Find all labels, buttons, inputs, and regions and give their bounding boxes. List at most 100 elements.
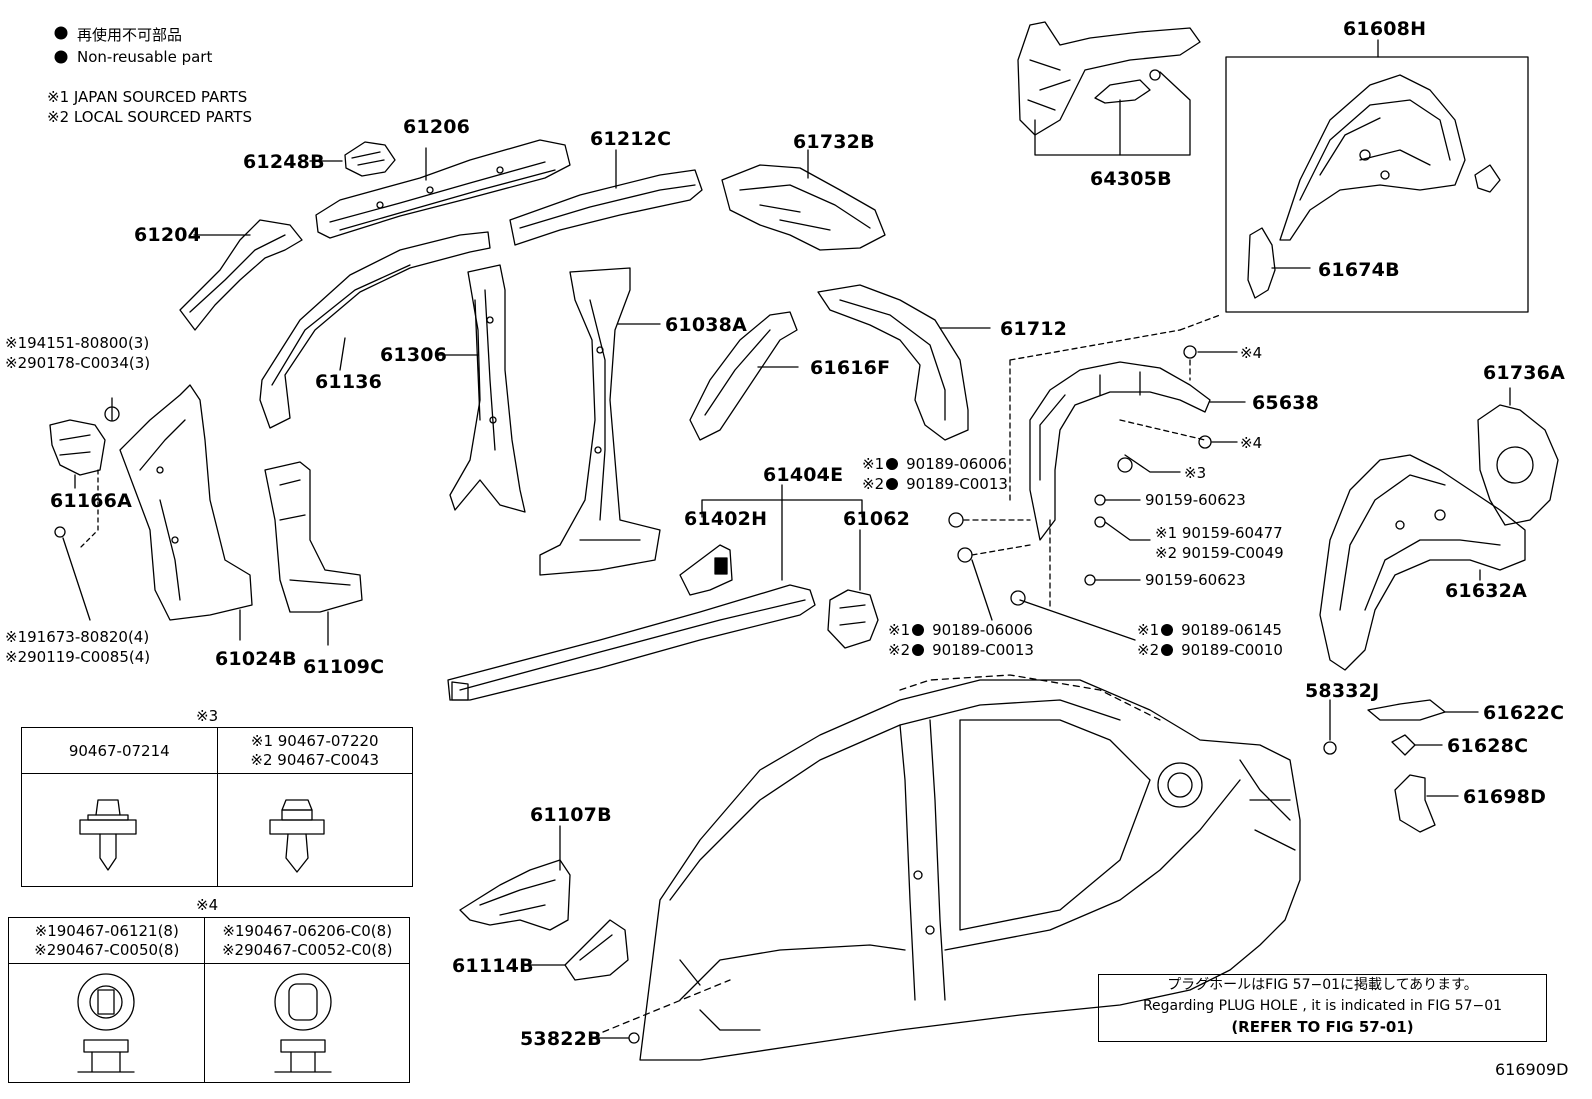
part-number: 90189-06145 <box>1181 621 1282 639</box>
leader-dash <box>899 674 1161 721</box>
table4-illustration-2 <box>204 963 410 1083</box>
table4-heading: ※4 <box>196 896 219 914</box>
reference-mark-4-upper[interactable]: ※4 <box>1240 344 1263 362</box>
part-61632A-drawing <box>1319 454 1526 671</box>
part-label-61166A[interactable]: 61166A <box>50 490 133 512</box>
part-label-61712[interactable]: 61712 <box>1000 318 1068 340</box>
part-label-61402H[interactable]: 61402H <box>684 508 768 530</box>
part-61732B-drawing <box>721 164 886 251</box>
table3-illustration-2 <box>216 773 413 887</box>
part-label-65638[interactable]: 65638 <box>1252 392 1320 414</box>
part-label-61632A[interactable]: 61632A <box>1445 580 1528 602</box>
fastener-label-90189-C0010[interactable]: ※2 90189-C0010 <box>1137 641 1283 659</box>
non-reusable-dot-icon <box>54 50 68 64</box>
part-61736A-drawing <box>1477 404 1559 526</box>
part-label-61698D[interactable]: 61698D <box>1463 786 1547 808</box>
part-61402H-drawing <box>679 544 733 596</box>
part-label-61404E[interactable]: 61404E <box>763 464 844 486</box>
part-label-61136[interactable]: 61136 <box>315 371 383 393</box>
part-label-61204[interactable]: 61204 <box>134 224 202 246</box>
fastener-label-90159-60623-b[interactable]: 90159-60623 <box>1145 571 1246 589</box>
part-61114B-drawing <box>564 919 629 981</box>
leader-dash <box>971 544 1031 556</box>
part-label-61248B[interactable]: 61248B <box>243 151 325 173</box>
reference-mark-4-lower[interactable]: ※4 <box>1240 434 1263 452</box>
part-61136-drawing <box>259 231 491 429</box>
part-61306-drawing <box>449 264 526 513</box>
leader-91673 <box>62 537 91 621</box>
part-label-64305B[interactable]: 64305B <box>1090 168 1172 190</box>
table4-cell-90467-06121[interactable]: ※190467-06121(8) ※290467-C0050(8) <box>7 917 206 964</box>
bolt-icon <box>1084 574 1096 586</box>
part-61608H-box <box>1225 56 1529 313</box>
table3-local-part: ※2 90467-C0043 <box>250 750 380 769</box>
part-label-61306[interactable]: 61306 <box>380 344 448 366</box>
fastener-label-90159-60477[interactable]: ※1 90159-60477 <box>1155 524 1283 542</box>
clip-icon <box>957 547 973 563</box>
part-label-58332J[interactable]: 58332J <box>1305 680 1380 702</box>
leader-90189-06145 <box>1019 599 1136 641</box>
part-number: 90189-C0013 <box>906 475 1008 493</box>
fastener-label-90178[interactable]: ※290178-C0034(3) <box>5 354 151 372</box>
part-label-61674B[interactable]: 61674B <box>1318 259 1400 281</box>
fastener-label-90159-60623-a[interactable]: 90159-60623 <box>1145 491 1246 509</box>
part-61212C-drawing <box>509 169 703 246</box>
reference-mark-3[interactable]: ※3 <box>1184 464 1207 482</box>
part-61204-drawing <box>179 219 303 331</box>
part-label-61622C[interactable]: 61622C <box>1483 702 1565 724</box>
part-label-61107B[interactable]: 61107B <box>530 804 612 826</box>
table4-local-part: ※290467-C0052-C0(8) <box>221 940 393 959</box>
part-label-61109C[interactable]: 61109C <box>303 656 385 678</box>
part-label-61608H[interactable]: 61608H <box>1343 18 1427 40</box>
clip-icon <box>1117 457 1133 473</box>
table3-cell-90467-07220[interactable]: ※1 90467-07220 ※2 90467-C0043 <box>216 727 413 774</box>
table4-local-part: ※290467-C0050(8) <box>34 940 180 959</box>
part-61038A-drawing <box>539 267 661 576</box>
part-label-61206[interactable]: 61206 <box>403 116 471 138</box>
clip-table-3: 90467-07214 ※1 90467-07220 ※2 90467-C004… <box>21 727 413 887</box>
part-65638-drawing <box>1029 361 1211 541</box>
part-label-61616F[interactable]: 61616F <box>810 357 891 379</box>
part-label-61628C[interactable]: 61628C <box>1447 735 1529 757</box>
clip-icon <box>1183 345 1197 359</box>
part-label-61736A[interactable]: 61736A <box>1483 362 1566 384</box>
leader-90159-60477 <box>1104 521 1151 541</box>
non-reusable-dot-icon <box>912 624 925 636</box>
table3-japan-part: ※1 90467-07220 <box>250 731 379 750</box>
part-label-53822B[interactable]: 53822B <box>520 1028 602 1050</box>
part-61628C-drawing <box>1391 734 1416 756</box>
table4-illustration-1 <box>7 963 206 1083</box>
fastener-label-91673[interactable]: ※191673-80820(4) <box>5 628 150 646</box>
part-label-61114B[interactable]: 61114B <box>452 955 534 977</box>
part-number: 90189-06006 <box>932 621 1033 639</box>
fastener-label-90159-C0049[interactable]: ※2 90159-C0049 <box>1155 544 1284 562</box>
part-61166A-drawing <box>49 419 106 476</box>
table3-cell-90467-07214[interactable]: 90467-07214 <box>21 727 218 774</box>
plug-note-refer-link[interactable]: (REFER TO FIG 57-01) <box>1231 1018 1414 1036</box>
non-reusable-dot-icon <box>912 644 925 656</box>
clip-icon <box>628 1032 640 1044</box>
part-label-61024B[interactable]: 61024B <box>215 648 297 670</box>
legend-japan-sourced: ※1 JAPAN SOURCED PARTS <box>47 88 248 106</box>
fastener-label-94151[interactable]: ※194151-80800(3) <box>5 334 150 352</box>
part-label-61732B[interactable]: 61732B <box>793 131 875 153</box>
table4-cell-90467-06206[interactable]: ※190467-06206-C0(8) ※290467-C0052-C0(8) <box>204 917 410 964</box>
part-label-61038A[interactable]: 61038A <box>665 314 748 336</box>
non-reusable-dot-icon <box>1161 644 1174 656</box>
local-mark: ※2 <box>1137 641 1160 659</box>
part-number: 90189-C0010 <box>1181 641 1283 659</box>
part-61608H-drawing <box>1279 74 1501 241</box>
clip-icon <box>1323 741 1337 755</box>
part-61698D-drawing <box>1394 774 1436 833</box>
part-61404E-drawing <box>447 584 816 701</box>
part-label-61062[interactable]: 61062 <box>843 508 911 530</box>
part-label-61212C[interactable]: 61212C <box>590 128 672 150</box>
part-61248B-drawing <box>344 141 396 177</box>
fastener-label-90119[interactable]: ※290119-C0085(4) <box>5 648 151 666</box>
